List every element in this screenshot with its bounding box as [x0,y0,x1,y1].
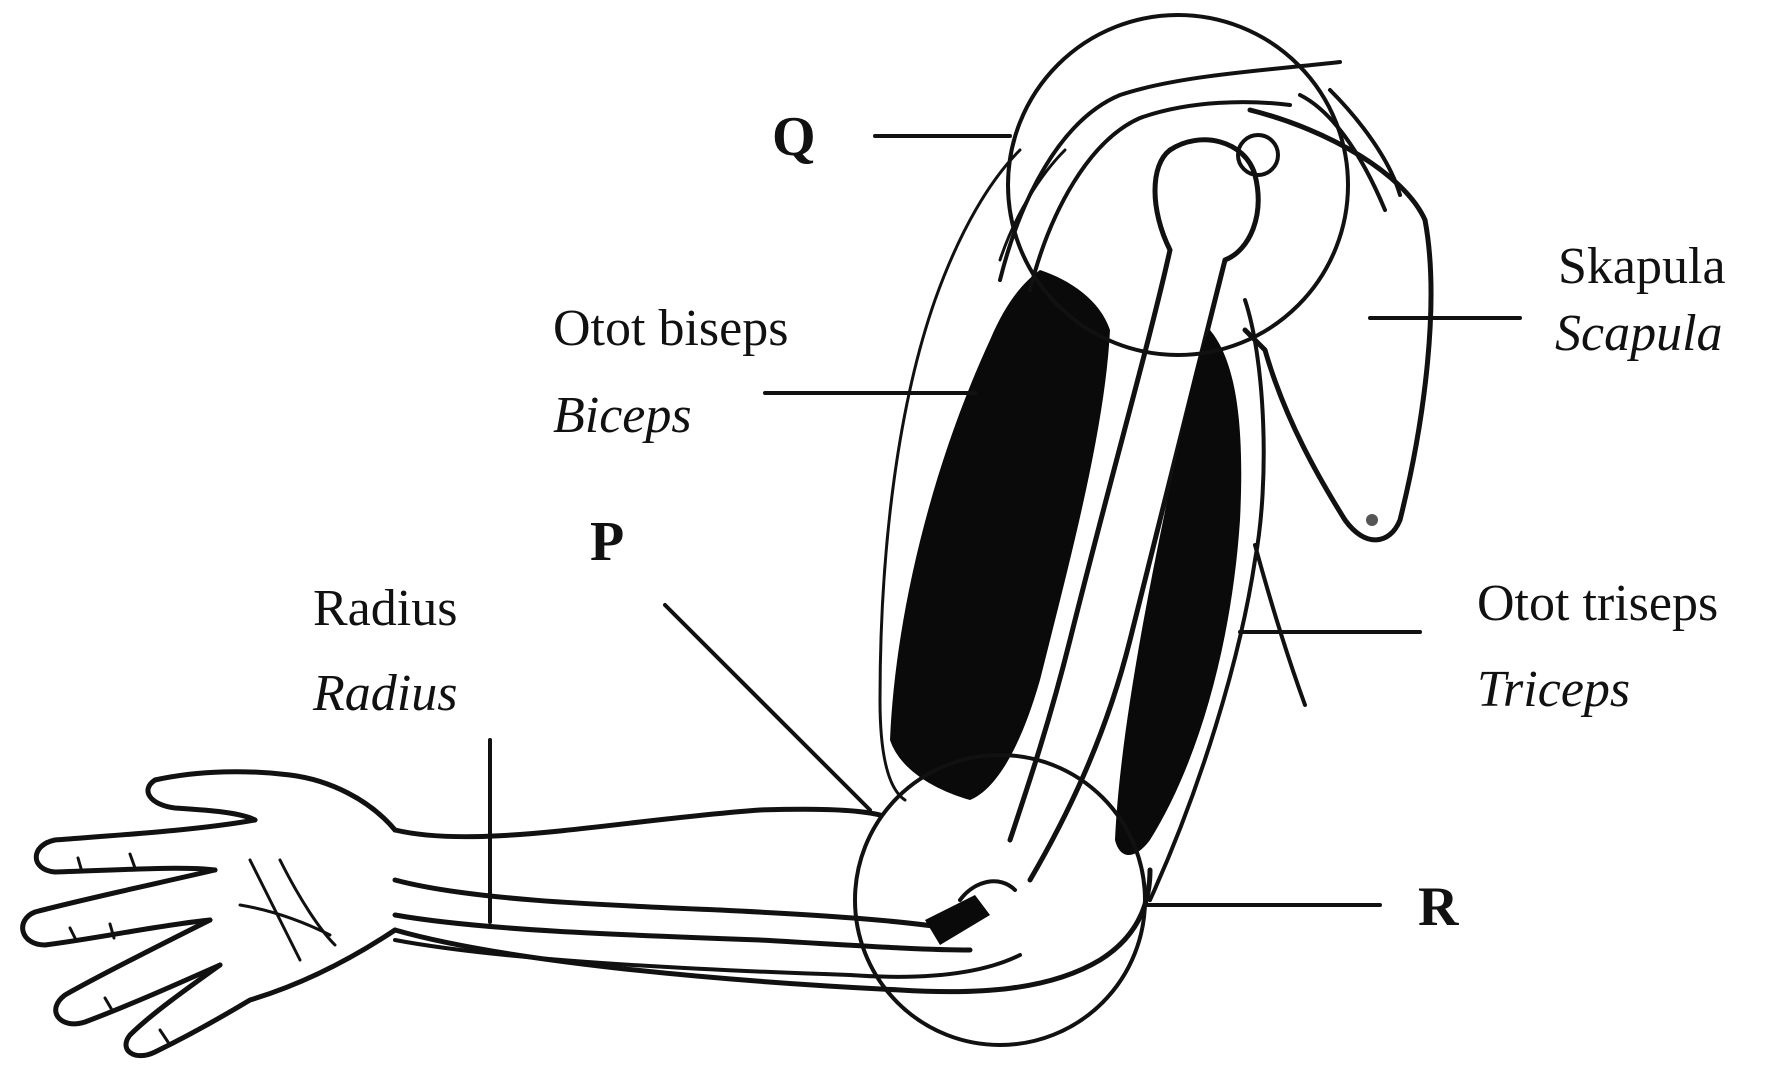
radius-bone [395,880,960,930]
label-p: P [590,511,624,573]
hand [23,772,395,1056]
label-triceps-local: Otot triseps [1477,575,1718,632]
scapula-bone [1245,90,1431,540]
label-scapula-latin: Scapula [1555,305,1723,362]
label-scapula-local: Skapula [1558,238,1726,295]
label-biceps-latin: Biceps [553,387,692,444]
label-biceps-local: Otot biseps [553,300,788,357]
shoulder-joint-circle-q [1008,15,1348,355]
biceps-muscle [890,270,1110,800]
label-radius-latin: Radius [312,665,457,722]
label-radius-local: Radius [313,580,457,637]
triceps-muscle [1115,330,1241,855]
label-q: Q [772,106,816,168]
label-r: R [1418,876,1459,938]
p-leader-line [665,605,870,810]
label-triceps-latin: Triceps [1477,661,1630,718]
forearm [395,809,1150,991]
elbow-joint-circle-r [855,755,1145,1045]
